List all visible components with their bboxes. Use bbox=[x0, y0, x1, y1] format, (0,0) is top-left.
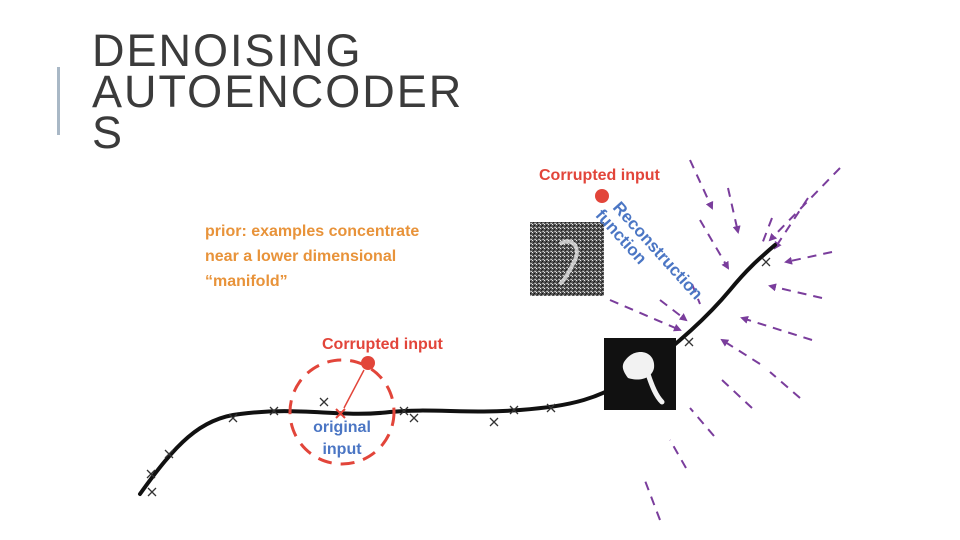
example-cross bbox=[147, 487, 157, 497]
vector-arrow bbox=[689, 407, 715, 437]
example-cross bbox=[146, 469, 156, 479]
example-cross bbox=[489, 417, 499, 427]
example-cross bbox=[164, 449, 174, 459]
vector-arrow bbox=[768, 283, 823, 299]
training-examples bbox=[146, 257, 771, 497]
noisy-digit-image bbox=[530, 222, 604, 296]
example-cross bbox=[228, 413, 238, 423]
corruption-neighborhood bbox=[288, 358, 396, 466]
corruption-arrow bbox=[343, 369, 365, 409]
example-cross bbox=[546, 403, 556, 413]
slide-title-line-3: S bbox=[92, 107, 125, 158]
original-input-label-line-1: original bbox=[313, 419, 371, 436]
corrupted-input-point-top bbox=[595, 189, 609, 203]
slide-title-line-2: AUTOENCODER bbox=[92, 66, 464, 117]
vector-arrow bbox=[691, 283, 701, 305]
prior-label-line-1: prior: examples concentrate bbox=[205, 223, 419, 240]
vector-arrow bbox=[659, 299, 688, 322]
vector-arrow bbox=[761, 217, 773, 245]
original-input-label-line-2: input bbox=[322, 441, 362, 458]
vector-arrow bbox=[784, 251, 833, 265]
vector-arrow bbox=[727, 187, 741, 234]
prior-label-line-2: near a lower dimensional bbox=[205, 248, 396, 265]
prior-label-line-3: “manifold” bbox=[205, 273, 288, 290]
vector-arrow bbox=[699, 219, 730, 270]
vector-arrow bbox=[609, 299, 682, 332]
corrupted-input-point-mid bbox=[361, 356, 375, 370]
corrupted-input-label-top: Corrupted input bbox=[539, 167, 661, 184]
example-cross bbox=[269, 406, 279, 416]
example-cross bbox=[409, 413, 419, 423]
clean-digit-image bbox=[604, 338, 676, 410]
title-accent-bar bbox=[57, 67, 60, 135]
vector-arrow bbox=[721, 379, 753, 409]
slide-title: DENOISING AUTOENCODER S bbox=[92, 25, 512, 158]
manifold-curve bbox=[138, 243, 777, 496]
slide-title-line-1: DENOISING bbox=[92, 25, 363, 76]
vector-arrow bbox=[669, 439, 687, 469]
vector-arrow bbox=[720, 338, 761, 365]
reconstruction-vector-field bbox=[609, 159, 841, 521]
example-cross bbox=[761, 257, 771, 267]
vector-arrow bbox=[769, 371, 801, 399]
original-input-marker bbox=[335, 408, 346, 419]
vector-arrow bbox=[643, 477, 661, 521]
corrupted-input-label-mid: Corrupted input bbox=[322, 336, 444, 353]
vector-arrow bbox=[689, 159, 714, 210]
example-cross bbox=[509, 405, 519, 415]
example-cross bbox=[684, 337, 694, 347]
example-cross bbox=[399, 406, 409, 416]
vector-arrow bbox=[773, 197, 809, 250]
vector-arrow bbox=[740, 315, 813, 341]
example-cross bbox=[319, 397, 329, 407]
